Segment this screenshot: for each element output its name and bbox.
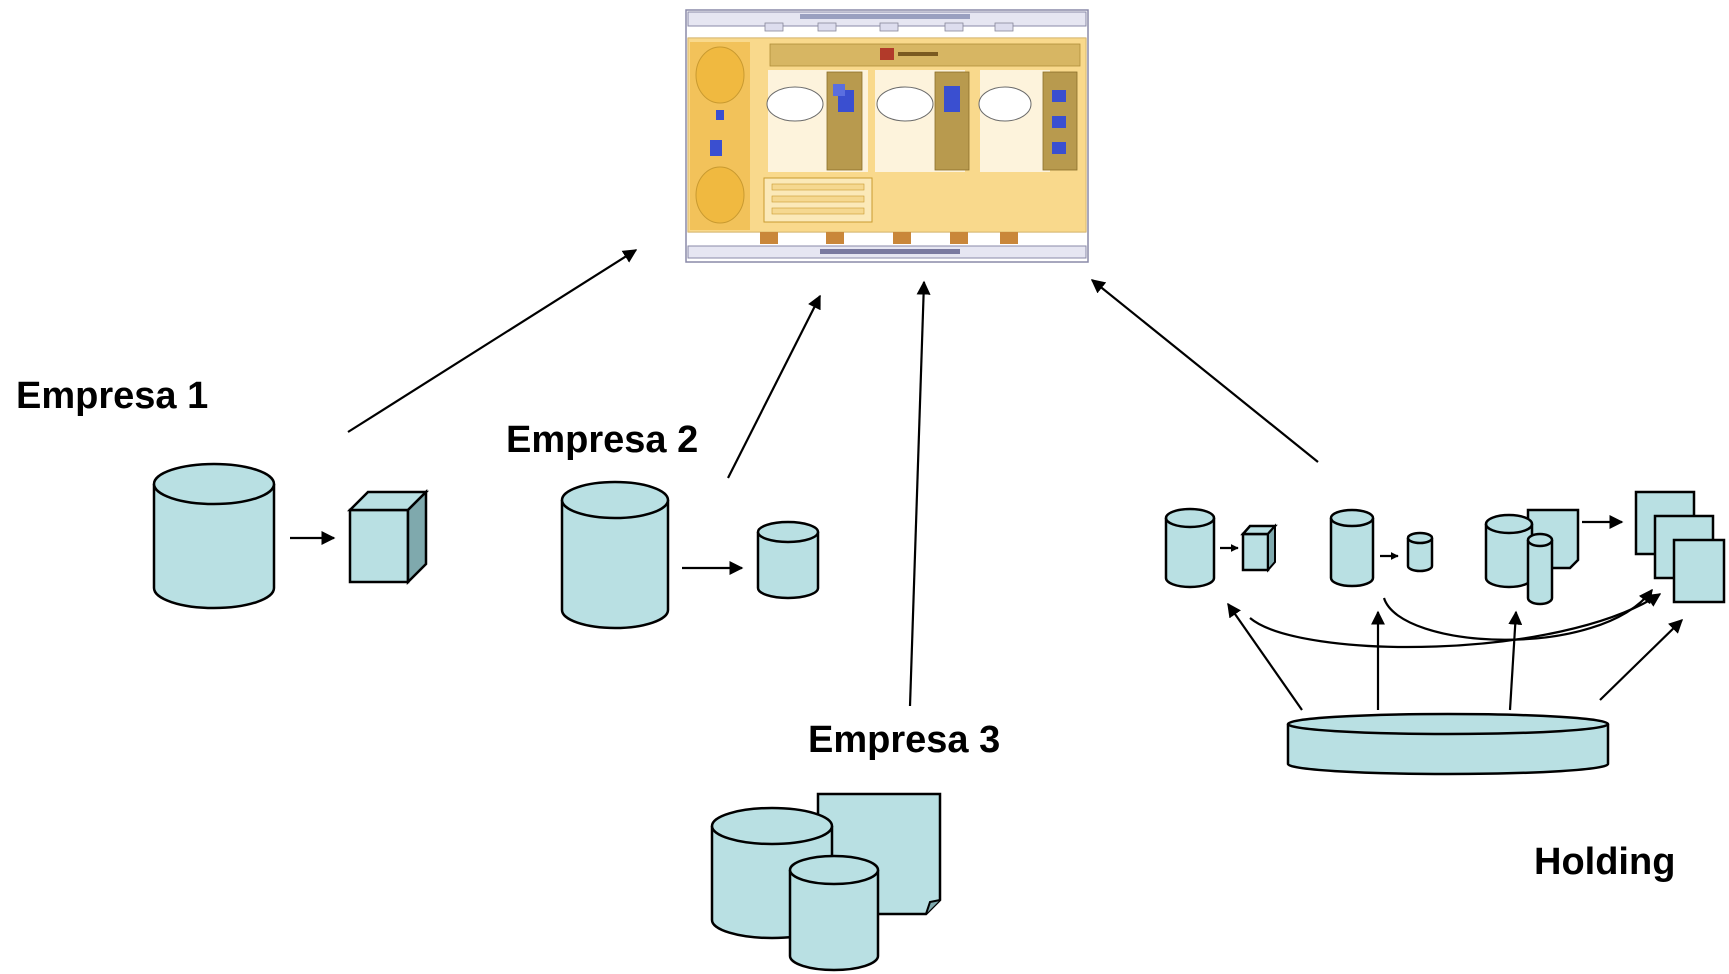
holding-small-database-icon	[1406, 531, 1434, 573]
arrow-empresa3-to-warehouse	[908, 280, 931, 707]
arrow-empresa2-to-warehouse	[727, 294, 821, 479]
holding-database-4-icon	[1526, 532, 1554, 606]
holding-stacked-documents-icon	[1634, 490, 1726, 604]
empresa-3-second-database-icon	[788, 854, 880, 972]
holding-base-arrow-4	[1599, 619, 1684, 701]
holding-database-2-icon	[1329, 508, 1375, 588]
holding-curve-arrow-2	[1382, 588, 1653, 641]
arrow-holding-to-warehouse	[1090, 279, 1319, 463]
arrow-empresa1-to-warehouse	[347, 249, 638, 433]
empresa-2-database-icon	[560, 480, 670, 630]
holding-database-3-icon	[1484, 513, 1534, 589]
label-empresa-2: Empresa 2	[506, 419, 698, 461]
label-empresa-3: Empresa 3	[808, 719, 1000, 761]
label-empresa-1: Empresa 1	[16, 375, 208, 417]
holding-curve-arrow-1	[1249, 593, 1662, 649]
holding-base-arrow-1	[1227, 602, 1303, 711]
data-warehouse-thumbnail	[685, 9, 1089, 263]
holding-base-database-icon	[1286, 712, 1610, 776]
empresa-2-small-database-icon	[756, 520, 820, 600]
label-holding: Holding	[1534, 841, 1675, 883]
holding-cube-icon	[1240, 523, 1278, 573]
holding-base-arrow-3	[1508, 610, 1523, 711]
holding-database-1-icon	[1164, 507, 1216, 589]
empresa-1-cube-icon	[346, 488, 430, 586]
empresa-1-database-icon	[152, 462, 276, 610]
